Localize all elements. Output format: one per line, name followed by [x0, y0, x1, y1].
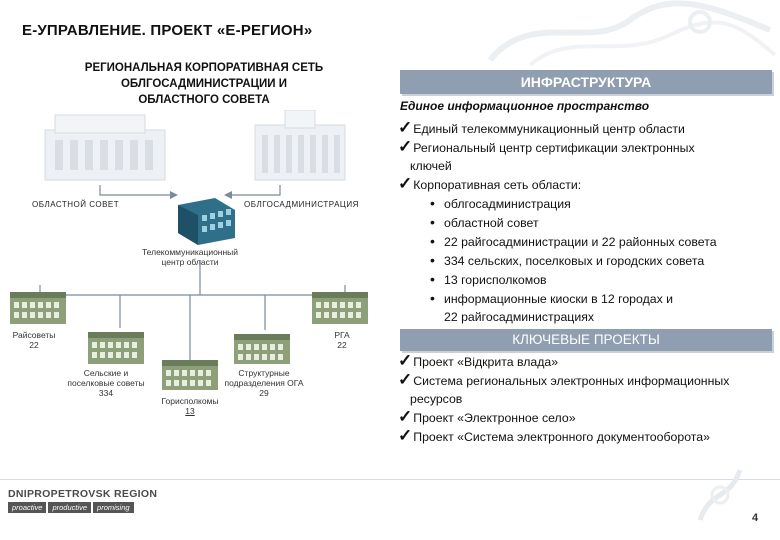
checkmark-icon: ✓: [398, 407, 413, 426]
region-logo: DNIPROPETROVSK REGION proactive producti…: [8, 488, 157, 513]
bullet-icon: •: [430, 271, 435, 287]
rga-count: 22: [337, 340, 347, 350]
bullet-icon: •: [430, 290, 435, 306]
telecom-center-label-line: центр области: [161, 257, 219, 267]
village-label-line: Сельские и: [83, 368, 129, 378]
sub-list-item-text: областной совет: [444, 216, 539, 230]
sub-list-item-text: информационные киоски в 12 городах и: [444, 292, 674, 306]
checkmark-icon: ✓: [398, 137, 413, 156]
raisovety-building-icon: [10, 292, 66, 324]
sub-list-item-text: 334 сельских, поселковых и городских сов…: [444, 254, 705, 268]
checkmark-icon: ✓: [398, 118, 413, 137]
rga-building-icon: [312, 292, 368, 324]
network-diagram: [39, 110, 346, 360]
rga-label: РГА 22: [322, 330, 362, 350]
oblast-council-label: ОБЛАСТНОЙ СОВЕТ: [32, 200, 120, 209]
checkmark-icon: ✓: [398, 426, 413, 445]
bullet-icon: •: [430, 233, 435, 249]
raisovety-label: Райсоветы 22: [4, 330, 64, 350]
list-item: ✓Проект «Электронное село»: [398, 408, 776, 427]
list-item-text: Корпоративная сеть области:: [413, 178, 582, 192]
village-label-line: поселковые советы: [67, 378, 145, 388]
page-title: Е-УПРАВЛЕНИЕ. ПРОЕКТ «Е-РЕГИОН»: [22, 22, 313, 39]
sub-list-item: • 13 горисполкомов: [430, 270, 776, 289]
gorispolkomy-label-line: Горисполкомы: [161, 396, 219, 406]
checkmark-icon: ✓: [398, 370, 413, 389]
oblast-admin-building-icon: [254, 110, 346, 181]
telecom-center-label-line: Телекоммуникационный: [141, 247, 239, 257]
village-councils-label: Сельские и поселковые советы 334: [56, 368, 156, 398]
bullet-icon: •: [430, 195, 435, 211]
diagram-heading: РЕГИОНАЛЬНАЯ КОРПОРАТИВНАЯ СЕТЬ ОБЛГОСАД…: [54, 60, 354, 108]
sub-list-item-text: облгосадминистрация: [444, 197, 571, 211]
sub-list-item: • 22 райгосадминистрации и 22 районных со…: [430, 232, 776, 251]
list-item-text: Проект «Відкрита влада»: [413, 355, 559, 369]
infrastructure-header: ИНФРАСТРУКТУРА: [400, 70, 772, 94]
rga-label-line: РГА: [334, 330, 350, 340]
logo-tag: proactive: [8, 502, 47, 513]
oblast-council-building-icon: [44, 114, 166, 181]
sub-list-item-continuation: 22 райгосадминистрациях: [444, 310, 595, 324]
telecom-center-label: Телекоммуникационный центр области: [120, 247, 260, 267]
struct-label-line: подразделения ОГА: [224, 378, 304, 388]
sub-list-item: • областной совет: [430, 213, 776, 232]
raisovety-count: 22: [29, 340, 39, 350]
raisovety-label-line: Райсоветы: [12, 330, 56, 340]
diagram-heading-line: ОБЛГОСАДМИНИСТРАЦИИ И: [120, 78, 288, 90]
list-item-text: Региональный центр сертификации электрон…: [413, 141, 695, 155]
list-item-text: Проект «Система электронного документооб…: [413, 430, 710, 444]
bullet-icon: •: [430, 214, 435, 230]
struct-label-line: Структурные: [238, 368, 290, 378]
list-item-text: Проект «Электронное село»: [413, 411, 576, 425]
oblast-admin-label: ОБЛГОСАДМИНИСТРАЦИЯ: [244, 200, 359, 209]
ornament-footer-decoration: [697, 469, 743, 521]
gorispolkomy-building-icon: [162, 360, 218, 390]
list-item-continuation: ресурсов: [410, 392, 463, 406]
network-lines: [39, 185, 346, 360]
structural-units-building-icon: [234, 334, 290, 364]
village-count: 334: [98, 388, 114, 398]
list-item: ✓Проект «Відкрита влада»: [398, 352, 776, 371]
gorispolkomy-label: Горисполкомы 13: [150, 396, 230, 416]
sub-list-item: • 334 сельских, поселковых и городских со…: [430, 251, 776, 270]
sub-list-item-text: 13 горисполкомов: [444, 273, 547, 287]
struct-count: 29: [259, 388, 269, 398]
list-item-text: Единый телекоммуникационный центр област…: [413, 122, 685, 136]
sub-list-item: • информационные киоски в 12 городах и: [430, 289, 776, 308]
telecom-center-building-icon: [178, 198, 235, 245]
logo-tag: promising: [93, 502, 134, 513]
infrastructure-list: ✓Единый телекоммуникационный центр облас…: [398, 119, 776, 326]
ornament-decoration: [487, 0, 777, 67]
bullet-icon: •: [430, 252, 435, 268]
list-item: ✓Корпоративная сеть области:: [398, 175, 776, 194]
page-number: 4: [752, 512, 759, 524]
village-councils-building-icon: [88, 332, 144, 364]
sub-list: • облгосадминистрация • областной совет • 2…: [398, 194, 776, 326]
infrastructure-subtitle: Единое информационное пространство: [400, 99, 650, 113]
diagram-heading-line: РЕГИОНАЛЬНАЯ КОРПОРАТИВНАЯ СЕТЬ: [84, 62, 324, 74]
diagram-heading-line: ОБЛАСТНОГО СОВЕТА: [138, 94, 270, 106]
list-item: ✓Проект «Система электронного документоо…: [398, 427, 776, 446]
structural-units-label: Структурные подразделения ОГА 29: [214, 368, 314, 398]
region-logo-tags: proactive productive promising: [8, 502, 157, 513]
list-item: ✓Система региональных электронных информ…: [398, 371, 776, 390]
sub-list-item: • облгосадминистрация: [430, 194, 776, 213]
region-logo-text: DNIPROPETROVSK REGION: [8, 488, 158, 500]
list-item-continuation: ключей: [410, 159, 452, 173]
list-item-text: Система региональных электронных информа…: [413, 374, 730, 388]
checkmark-icon: ✓: [398, 174, 413, 193]
sub-list-item-text: 22 райгосадминистрации и 22 районных сов…: [444, 235, 717, 249]
gorispolkomy-count: 13: [185, 406, 195, 416]
arrow-heads: [170, 191, 232, 199]
key-projects-header: КЛЮЧЕВЫЕ ПРОЕКТЫ: [400, 329, 772, 351]
list-item: ✓Региональный центр сертификации электро…: [398, 138, 776, 157]
logo-tag: productive: [48, 502, 92, 513]
checkmark-icon: ✓: [398, 351, 413, 370]
list-item: ✓Единый телекоммуникационный центр облас…: [398, 119, 776, 138]
key-projects-list: ✓Проект «Відкрита влада» ✓Система регион…: [398, 352, 776, 446]
footer-divider: [0, 479, 780, 480]
